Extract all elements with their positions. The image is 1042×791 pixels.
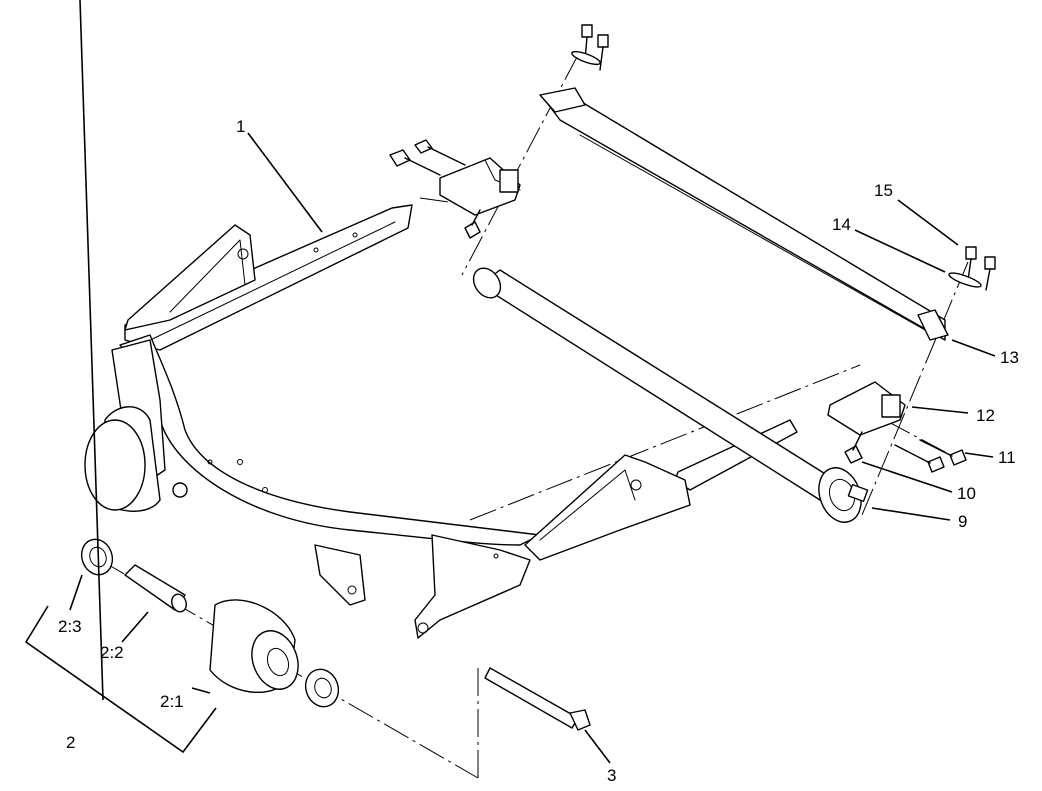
rear-roller bbox=[472, 267, 869, 523]
callout-10: 10 bbox=[957, 484, 976, 503]
callout-2-1: 2:1 bbox=[160, 692, 184, 711]
callout-15: 15 bbox=[874, 181, 893, 200]
left-roller-bracket bbox=[389, 139, 521, 239]
callout-2-2: 2:2 bbox=[100, 643, 124, 662]
left-front-roller bbox=[84, 406, 188, 512]
callout-13: 13 bbox=[1000, 348, 1019, 367]
callout-labels: 1 2 2:1 2:2 2:3 3 9 10 11 12 13 14 15 bbox=[58, 117, 1019, 785]
callout-12: 12 bbox=[976, 406, 995, 425]
callout-1: 1 bbox=[236, 117, 245, 136]
right-roller-bracket bbox=[827, 381, 967, 473]
roller-assembly-parts bbox=[80, 538, 591, 731]
main-frame bbox=[111, 204, 798, 639]
callout-2: 2 bbox=[66, 733, 75, 752]
callout-11: 11 bbox=[998, 448, 1016, 467]
callout-2-3: 2:3 bbox=[58, 617, 82, 636]
scraper-bar bbox=[539, 87, 949, 341]
callout-3: 3 bbox=[607, 766, 616, 785]
callout-9: 9 bbox=[958, 512, 967, 531]
callout-14: 14 bbox=[832, 215, 851, 234]
leader-lines bbox=[24, 0, 996, 764]
top-bolts bbox=[571, 24, 996, 291]
